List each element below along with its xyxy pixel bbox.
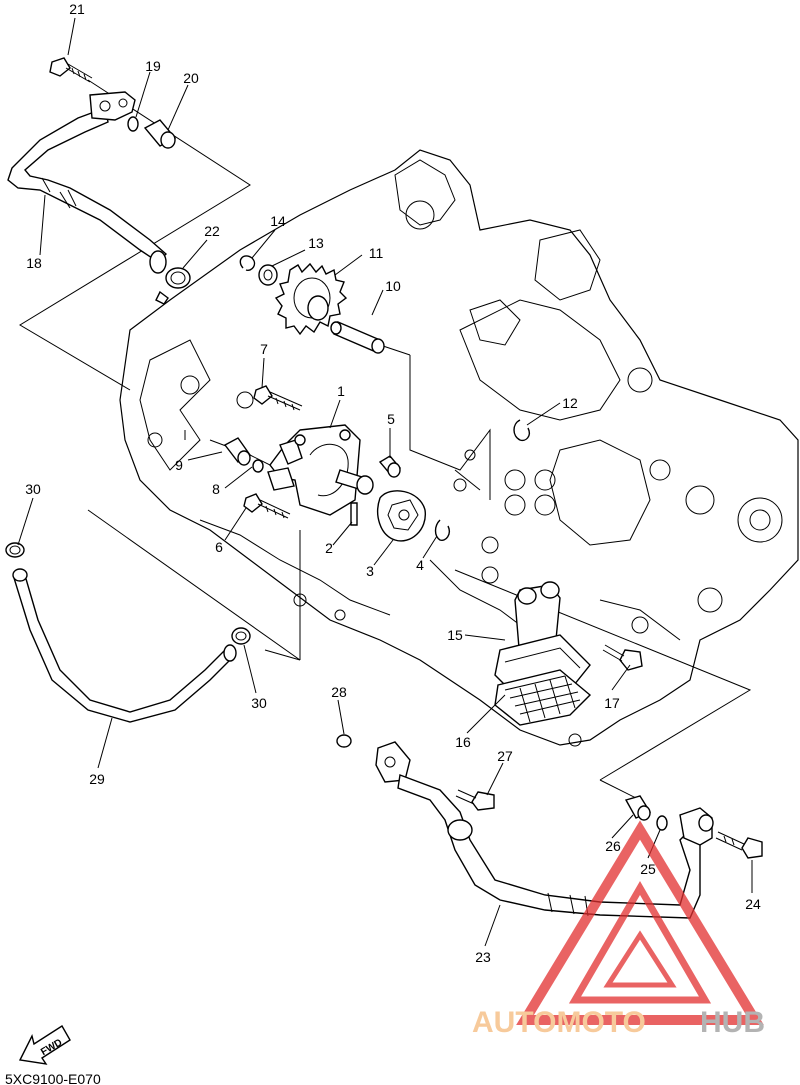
collar-5 (378, 455, 402, 478)
callout-13: 13 (308, 235, 324, 251)
o-ring-25 (656, 815, 668, 831)
callout-25: 25 (640, 861, 656, 877)
callout-19: 19 (145, 58, 161, 74)
bolt-24 (715, 831, 763, 859)
pump-shaft-1 (335, 469, 374, 495)
shaft-10 (330, 321, 385, 354)
callout-30b: 30 (251, 695, 267, 711)
callout-26: 26 (605, 838, 621, 854)
callout-1: 1 (337, 383, 345, 399)
callout-9: 9 (175, 457, 183, 473)
oil-hose-18 (7, 91, 168, 274)
watermark-triangle-icon (516, 820, 764, 1025)
pin-2 (350, 502, 358, 526)
callout-27: 27 (497, 748, 513, 764)
callout-18: 18 (26, 255, 42, 271)
washer-13 (258, 264, 278, 286)
callout-17: 17 (604, 695, 620, 711)
callout-16: 16 (455, 734, 471, 750)
callout-6: 6 (215, 539, 223, 555)
o-ring-19 (127, 116, 139, 132)
callout-10: 10 (385, 278, 401, 294)
oil-pipe-23 (375, 741, 714, 919)
fwd-arrow-icon: FWD (18, 1025, 71, 1065)
callout-15: 15 (447, 627, 463, 643)
callout-24: 24 (745, 896, 761, 912)
dowel-9 (223, 437, 252, 466)
oil-hose-29 (12, 568, 237, 723)
callout-2: 2 (325, 540, 333, 556)
callout-5: 5 (387, 411, 395, 427)
callout-22: 22 (204, 223, 220, 239)
clamp-30b (231, 627, 251, 645)
circlip-12 (513, 419, 530, 442)
watermark-text-2: HUB (700, 1006, 765, 1039)
callout-4: 4 (416, 557, 424, 573)
bolt-6 (243, 493, 291, 519)
callout-28: 28 (331, 684, 347, 700)
callout-23: 23 (475, 949, 491, 965)
o-ring-28 (336, 734, 352, 748)
watermark-text-1: AUTOMOTO (472, 1006, 646, 1039)
bolt-27 (455, 789, 495, 811)
callout-12: 12 (562, 395, 578, 411)
clamp-30a (5, 542, 25, 558)
collar-20 (143, 119, 177, 149)
pump-body-1 (267, 424, 361, 516)
gear-11 (274, 262, 348, 336)
bolt-7 (253, 385, 303, 411)
assembly-lines (19, 79, 752, 801)
circlip-4 (434, 519, 450, 541)
callout-14: 14 (270, 213, 286, 229)
bolt-21 (49, 57, 93, 83)
rotor-3 (377, 490, 426, 542)
screen-16 (494, 669, 592, 726)
callout-30a: 30 (25, 481, 41, 497)
callout-11: 11 (369, 245, 384, 261)
o-ring-8 (252, 459, 264, 473)
callout-numbers: 1 2 3 4 5 6 7 8 9 10 11 12 13 14 15 16 1… (25, 1, 761, 965)
callout-21: 21 (69, 1, 85, 17)
callout-3: 3 (366, 563, 374, 579)
diagram-code: 5XC9100-E070 (5, 1071, 101, 1085)
callout-29: 29 (89, 771, 105, 787)
clamp-22 (155, 267, 191, 305)
callout-7: 7 (260, 341, 268, 357)
callout-20: 20 (183, 70, 199, 86)
watermark-logo: AUTOMOTO HUB (472, 820, 765, 1039)
collar-26 (624, 795, 652, 821)
bolt-17 (602, 644, 643, 671)
callout-8: 8 (212, 481, 220, 497)
